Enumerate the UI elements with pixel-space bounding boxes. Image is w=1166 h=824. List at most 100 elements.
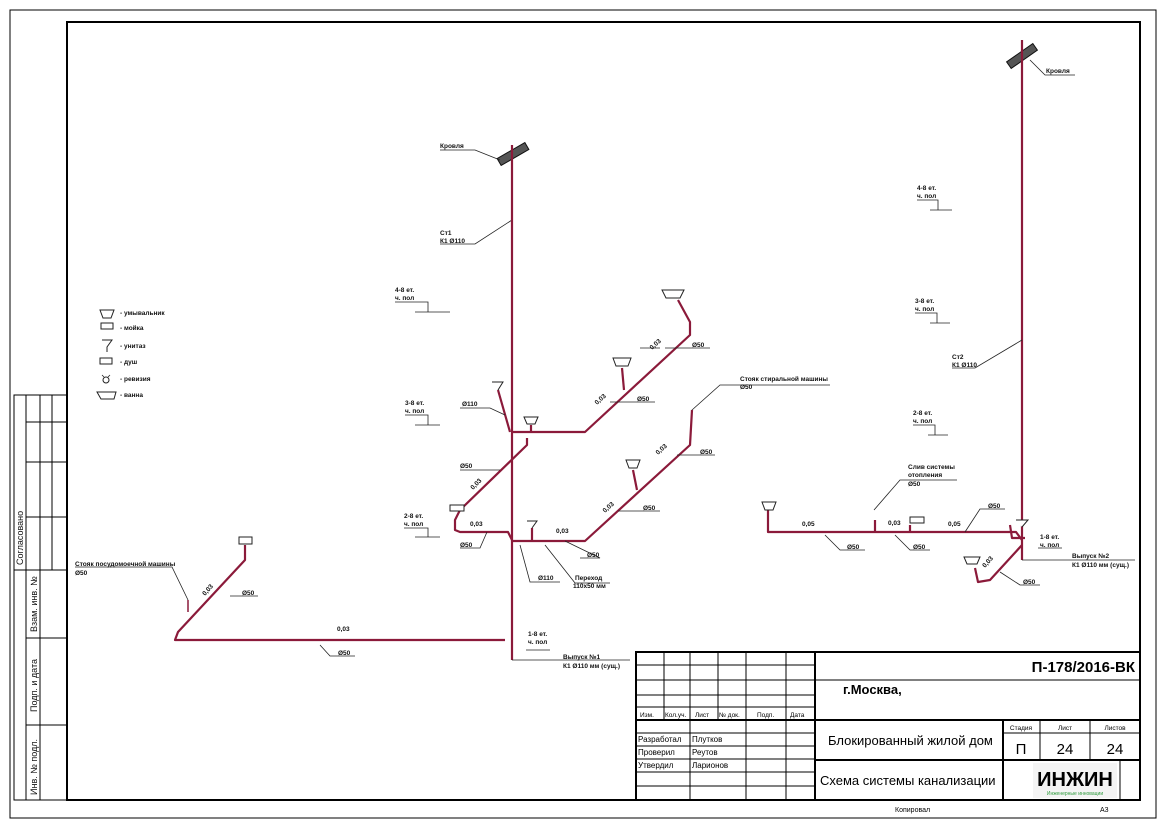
svg-text:4-8 ет.: 4-8 ет. bbox=[395, 287, 414, 294]
logo-subtitle: Инженерные инновации bbox=[1047, 791, 1103, 797]
pipe-branch-top bbox=[512, 299, 692, 434]
col-header: Дата bbox=[790, 712, 805, 719]
outer-frame bbox=[9, 9, 1157, 819]
col-header: Изм. bbox=[640, 712, 654, 719]
person-name: Плутков bbox=[692, 735, 722, 744]
outlet-2-spec: К1 Ø110 мм (сущ.) bbox=[1072, 562, 1129, 569]
washer-riser-diameter: Ø50 bbox=[740, 384, 753, 391]
level-mark: 2-8 ет.ч. пол bbox=[404, 513, 440, 538]
toilet-icon bbox=[492, 381, 504, 391]
slope-label: 0,03 bbox=[649, 338, 663, 352]
diameter-label: Ø50 bbox=[242, 590, 255, 597]
heating-drain-diameter: Ø50 bbox=[908, 481, 921, 488]
legend-label: - душ bbox=[120, 359, 137, 366]
level-mark: 2-8 ет.ч. пол bbox=[913, 410, 948, 436]
svg-text:1-8 ет.: 1-8 ет. bbox=[528, 631, 547, 638]
slope-label: 0,03 bbox=[888, 520, 901, 527]
legend-label: - умывальник bbox=[120, 310, 165, 317]
inner-frame bbox=[66, 21, 1141, 801]
slope-label: 0,03 bbox=[594, 393, 608, 407]
diameter-label: Ø110 bbox=[538, 575, 554, 582]
diameter-label: Ø50 bbox=[587, 552, 600, 559]
washbasin-icon bbox=[661, 289, 685, 299]
outlet-2-label: Выпуск №2 bbox=[1072, 553, 1110, 560]
legend-label: - мойка bbox=[120, 324, 144, 332]
col-header: Кол.уч. bbox=[665, 712, 686, 719]
inv-repl-label: Взам. инв. № bbox=[29, 576, 39, 632]
svg-text:ч. пол: ч. пол bbox=[917, 193, 936, 200]
sheet-format: А3 bbox=[1100, 807, 1109, 814]
washbasin-icon bbox=[612, 357, 632, 367]
person-name: Ларионов bbox=[692, 761, 728, 770]
diameter-label: Ø50 bbox=[460, 463, 473, 470]
diameter-label: Ø50 bbox=[847, 544, 860, 551]
roof-label: Кровля bbox=[1046, 68, 1070, 75]
logo-text: ИНЖИН bbox=[1037, 769, 1113, 791]
side-stamp: Согласовано Взам. инв. № Подп. и дата Ин… bbox=[13, 394, 68, 801]
slope-label: 0,03 bbox=[981, 555, 995, 569]
diameter-label: Ø50 bbox=[913, 544, 926, 551]
role-label: Проверил bbox=[638, 748, 675, 757]
cleanout-icon bbox=[101, 374, 111, 384]
diameter-label: Ø50 bbox=[338, 650, 351, 657]
dishwasher-riser-label: Стояк посудомоечной машины bbox=[75, 560, 176, 568]
legend-label: - унитаз bbox=[120, 343, 146, 350]
svg-text:3-8 ет.: 3-8 ет. bbox=[915, 298, 934, 305]
level-mark: 1-8 ет.ч. пол bbox=[526, 631, 550, 651]
document-code: П-178/2016-ВК bbox=[1032, 659, 1136, 676]
diameter-label: Ø50 bbox=[460, 542, 473, 549]
slope-label: 0,03 bbox=[655, 443, 669, 457]
svg-text:ч. пол: ч. пол bbox=[913, 418, 932, 425]
col-header: № док. bbox=[719, 712, 740, 719]
riser-name: Ст1 bbox=[440, 230, 452, 237]
legend-label: - ревизия bbox=[120, 376, 151, 383]
title-block: Изм. Кол.уч. Лист № док. Подп. Дата Разр… bbox=[635, 651, 1141, 814]
svg-text:4-8 ет.: 4-8 ет. bbox=[917, 185, 936, 192]
svg-text:ч. пол: ч. пол bbox=[915, 306, 934, 313]
slope-label: 0,05 bbox=[948, 521, 961, 528]
sink-icon bbox=[238, 536, 253, 545]
svg-text:3-8 ет.: 3-8 ет. bbox=[405, 400, 424, 407]
level-mark: 3-8 ет.ч. пол bbox=[405, 400, 440, 426]
diameter-label: Ø50 bbox=[1023, 579, 1036, 586]
svg-text:ч. пол: ч. пол bbox=[528, 639, 547, 646]
company-logo: ИНЖИН Инженерные инновации bbox=[1033, 763, 1117, 798]
sheet-value: 24 bbox=[1057, 741, 1074, 758]
svg-text:1-8 ет.: 1-8 ет. bbox=[1040, 534, 1059, 541]
col-header: Подп. bbox=[757, 712, 774, 719]
outlet-1-label: Выпуск №1 bbox=[563, 654, 601, 661]
agreed-label: Согласовано bbox=[15, 511, 25, 565]
slope-label: 0,05 bbox=[802, 521, 815, 528]
copied-label: Копировал bbox=[895, 807, 930, 814]
reducer-size: 110х50 мм bbox=[573, 583, 606, 590]
bathtub-icon bbox=[96, 391, 117, 400]
roof-label: Кровля bbox=[440, 143, 464, 150]
svg-text:2-8 ет.: 2-8 ет. bbox=[404, 513, 423, 520]
svg-text:ч. пол: ч. пол bbox=[395, 295, 414, 302]
level-mark: 3-8 ет.ч. пол bbox=[915, 298, 950, 324]
shower-icon bbox=[99, 357, 113, 365]
object-name: Блокированный жилой дом bbox=[828, 733, 993, 748]
stage-value: П bbox=[1016, 741, 1027, 758]
diameter-label: Ø50 bbox=[637, 396, 650, 403]
diameter-label: Ø50 bbox=[988, 503, 1001, 510]
level-mark: 1-8 ет.ч. пол bbox=[1038, 534, 1062, 549]
slope-label: 0,03 bbox=[602, 501, 616, 515]
outlet-1-spec: К1 Ø110 мм (сущ.) bbox=[563, 663, 620, 670]
riser-spec: К1 Ø110 bbox=[440, 238, 465, 245]
person-name: Реутов bbox=[692, 748, 718, 757]
slope-label: 0,03 bbox=[556, 528, 569, 535]
washer-riser-label: Стояк стиральной машины bbox=[740, 375, 828, 383]
role-label: Разработал bbox=[638, 735, 682, 744]
riser-1-system: Кровля Ст1 К1 Ø110 Ø110 0,03 Ø50 0,03 Ø5… bbox=[75, 141, 830, 670]
diameter-label: Ø110 bbox=[462, 401, 478, 408]
sheet-title: Схема системы канализации bbox=[820, 773, 996, 788]
col-header: Лист bbox=[695, 712, 709, 719]
sign-date-label: Подп. и дата bbox=[29, 659, 39, 712]
heating-drain-label: Слив системы bbox=[908, 464, 955, 471]
city: г.Москва, bbox=[843, 682, 902, 697]
svg-text:ч. пол: ч. пол bbox=[1040, 542, 1059, 549]
washbasin-icon bbox=[625, 459, 641, 469]
toilet-icon bbox=[102, 339, 113, 352]
